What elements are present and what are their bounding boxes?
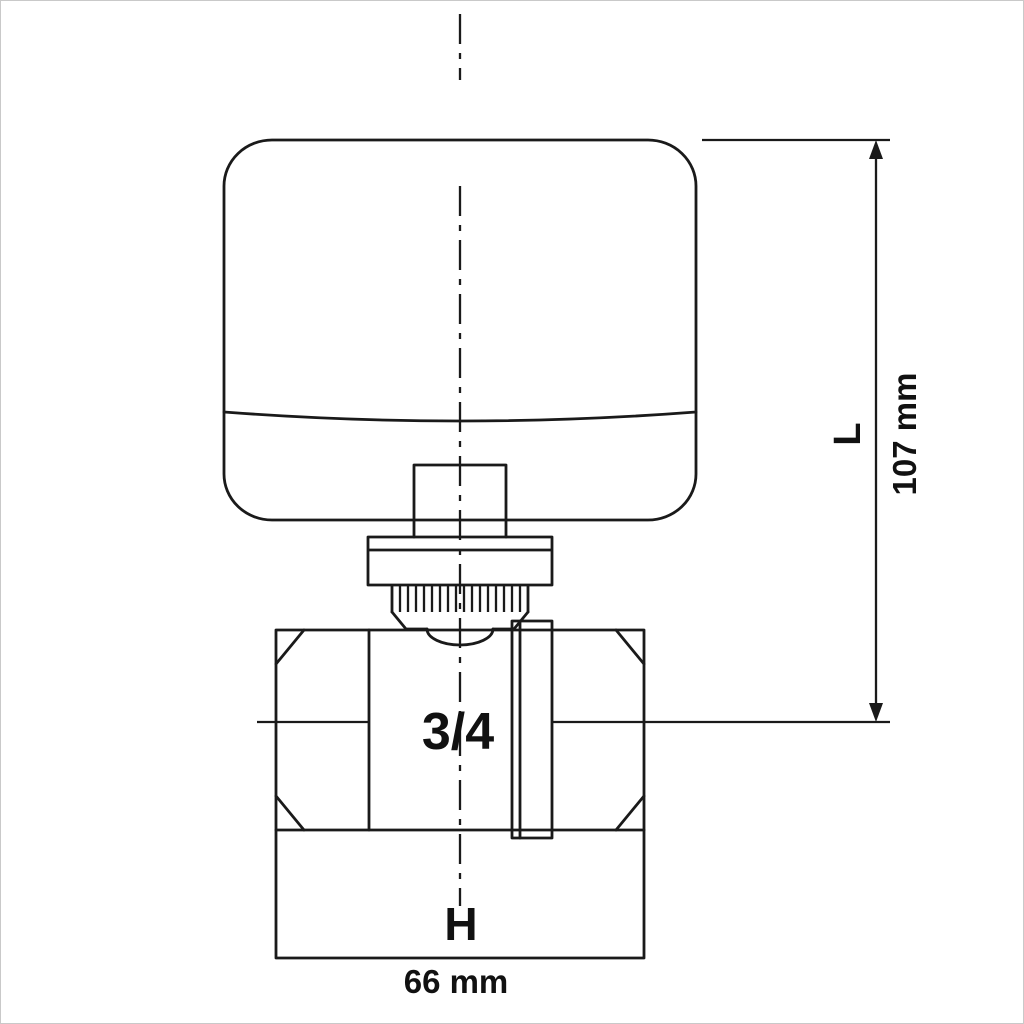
dimension-arrow-down-icon xyxy=(869,703,883,722)
height-symbol-label: H xyxy=(444,898,477,950)
thread-hatching xyxy=(398,586,522,612)
port-size-label: 3/4 xyxy=(422,703,494,761)
height-value-label: 66 mm xyxy=(404,963,509,1000)
thread-band-edges xyxy=(390,584,530,614)
length-symbol-label: L xyxy=(827,422,869,445)
mounting-flange xyxy=(366,535,554,587)
bonnet-dome xyxy=(425,627,495,647)
dimension-arrow-up-icon xyxy=(869,140,883,159)
hex-chamfers-right xyxy=(614,628,646,832)
actuator-seam xyxy=(222,410,698,423)
actuator-body xyxy=(222,138,698,522)
length-value-label: 107 mm xyxy=(886,373,923,496)
hex-chamfers-left xyxy=(274,628,306,832)
valve-stem xyxy=(412,463,508,539)
valve-body xyxy=(274,628,646,832)
union-nut-plate xyxy=(510,619,554,840)
pipe-section xyxy=(274,828,646,960)
